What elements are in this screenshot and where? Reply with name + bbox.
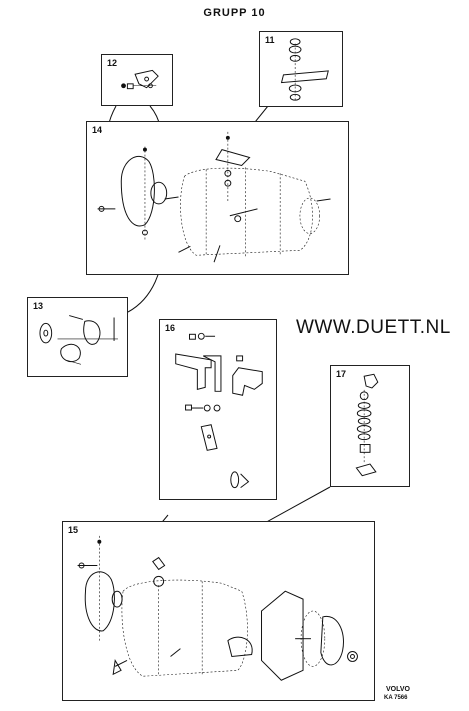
panel-16-number: 16 bbox=[165, 323, 176, 333]
panel-14-number: 14 bbox=[92, 125, 103, 135]
panel-16-drawing bbox=[175, 332, 263, 489]
panel-16: 16 bbox=[159, 319, 277, 500]
panel-15-drawing bbox=[77, 535, 358, 681]
panel-13: 13 bbox=[27, 297, 128, 377]
brand-label: VOLVO bbox=[386, 686, 410, 693]
document-code: KA 7566 bbox=[384, 695, 408, 701]
panel-13-number: 13 bbox=[33, 301, 44, 311]
panel-17-drawing bbox=[355, 373, 379, 477]
panel-14-drawing bbox=[97, 131, 331, 263]
panel-12-drawing bbox=[121, 69, 159, 90]
watermark-text: WWW.DUETT.NL bbox=[296, 317, 451, 338]
panel-11-number: 11 bbox=[265, 35, 275, 45]
panel-17: 17 bbox=[330, 365, 410, 487]
panel-11-drawing bbox=[280, 38, 329, 101]
panel-15: 15 bbox=[62, 521, 375, 701]
page-title: GRUPP 10 bbox=[203, 7, 266, 19]
panel-13-drawing bbox=[39, 315, 118, 365]
panel-17-number: 17 bbox=[336, 369, 347, 379]
panel-12: 12 bbox=[101, 54, 173, 106]
panel-12-number: 12 bbox=[107, 58, 118, 68]
panel-15-number: 15 bbox=[68, 525, 79, 535]
panel-11: 11 bbox=[259, 31, 343, 107]
panel-14: 14 bbox=[86, 121, 349, 275]
